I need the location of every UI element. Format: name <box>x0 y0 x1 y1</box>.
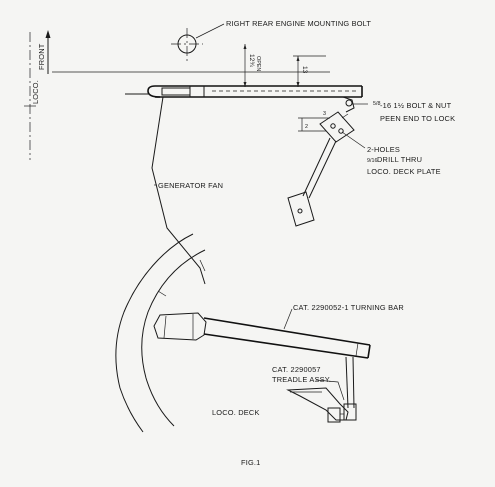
loco-centerline: LOCO. <box>24 32 40 160</box>
dimension-12-3-4: 12¾ <box>248 54 255 67</box>
generator-fan: GENERATOR FAN <box>115 96 223 433</box>
dimension-small-upper: 3 <box>323 111 326 117</box>
treadle-label-line2: TREADLE ASSY. <box>272 375 331 384</box>
loco-deck-label: LOCO. DECK <box>212 408 260 417</box>
bolt-nut-label-line2: PEEN END TO LOCK <box>380 114 455 123</box>
dimension-13: 13 <box>301 66 308 74</box>
engine-mounting-bolt: RIGHT REAR ENGINE MOUNTING BOLT <box>171 19 371 62</box>
bolt-nut-label-line1: -16 1½ BOLT & NUT <box>380 101 452 110</box>
hole-size-fraction: 9/16 <box>367 158 378 164</box>
treadle-assembly: CAT. 2290057 TREADLE ASSY. <box>272 356 357 423</box>
upper-treadle <box>287 137 337 227</box>
figure-label: FIG.1 <box>241 458 260 467</box>
treadle-label-line1: CAT. 2290057 <box>272 365 321 374</box>
pivot-bracket: -16 1½ BOLT & NUT 5/8 PEEN END TO LOCK 3… <box>298 96 455 143</box>
dimension-12-3-4-note: OPEN <box>255 56 261 71</box>
front-direction-marker: FRONT <box>37 30 51 74</box>
holes-label-line3: LOCO. DECK PLATE <box>367 167 441 176</box>
holes-label-line1: 2-HOLES <box>367 145 400 154</box>
front-label: FRONT <box>37 43 46 70</box>
loco-centerline-label: LOCO. <box>31 80 40 104</box>
turning-bar-label: CAT. 2290052-1 TURNING BAR <box>293 303 404 312</box>
holes-label-line2: DRILL THRU <box>377 155 422 164</box>
dimension-lines: 12¾ OPEN 13 <box>52 44 330 87</box>
dimension-small-lower: 2 <box>305 124 308 130</box>
holes-callout: 2-HOLES 9/16 DRILL THRU LOCO. DECK PLATE <box>341 131 441 176</box>
upper-turning-bar <box>125 85 363 98</box>
generator-fan-label: GENERATOR FAN <box>158 181 223 190</box>
lower-turning-bar: CAT. 2290052-1 TURNING BAR <box>153 303 404 359</box>
bolt-size-fraction: 5/8 <box>373 101 381 107</box>
mounting-bolt-label: RIGHT REAR ENGINE MOUNTING BOLT <box>226 19 371 28</box>
